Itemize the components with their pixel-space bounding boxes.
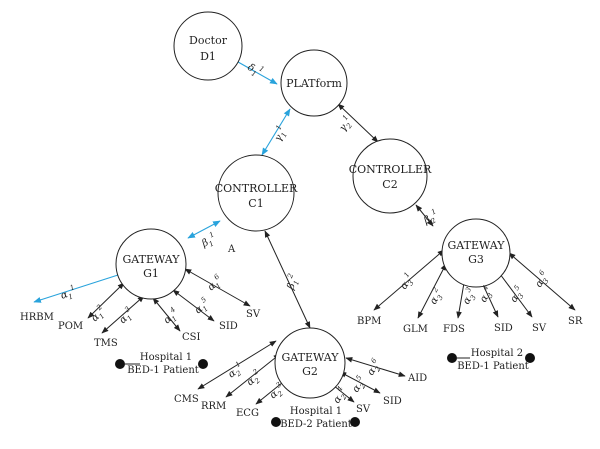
edge-c2-g3 bbox=[415, 204, 434, 227]
edge-g3-sr bbox=[508, 252, 576, 311]
node-g2-line1: GATEWAY bbox=[281, 351, 339, 364]
edge-label-gamma1: γ11 bbox=[270, 124, 291, 144]
edge-label-beta12: β12 bbox=[282, 272, 303, 293]
edge-label-gamma2: γ21 bbox=[335, 113, 357, 134]
edge-g2-rrm bbox=[225, 353, 281, 398]
patient-dot-right bbox=[525, 353, 535, 363]
hospital-1-bed-2-caption: Hospital 1 BED-2 Patient bbox=[271, 406, 360, 430]
leaf-g2-ecg: ECG bbox=[236, 408, 259, 419]
leaf-g1-sid: SID bbox=[219, 321, 238, 332]
g2-edge-label-3: α23 bbox=[266, 380, 289, 403]
edge-label-delta1: δ11 bbox=[245, 59, 266, 80]
node-gateway-g1: GATEWAY G1 bbox=[115, 228, 187, 300]
g3-edge-label-1: α31 bbox=[396, 271, 418, 293]
edge-label-beta1: β11 bbox=[198, 230, 219, 252]
edge-c1-g1 bbox=[187, 220, 221, 239]
node-g1-line1: GATEWAY bbox=[122, 253, 180, 266]
g1-edge-label-1: α11 bbox=[58, 283, 78, 303]
node-c2-line1: CONTROLLER bbox=[349, 163, 432, 176]
leaf-g1-csi: CSI bbox=[182, 332, 201, 343]
node-g3-line1: GATEWAY bbox=[447, 239, 505, 252]
hospital-2-bed-1-line2: BED-1 Patient bbox=[457, 361, 529, 372]
edge-c1-g2 bbox=[264, 230, 311, 329]
node-doctor: Doctor D1 bbox=[173, 11, 243, 81]
edge-label-beta2: β21 bbox=[420, 207, 441, 229]
edge-g2-aid bbox=[345, 357, 406, 377]
edge-g3-bpm bbox=[373, 249, 445, 311]
hospital-1-bed-2-line1: Hospital 1 bbox=[290, 406, 342, 417]
leaf-g3-sid: SID bbox=[494, 323, 513, 334]
hospital-1-bed-1-line1: Hospital 1 bbox=[140, 352, 192, 363]
node-platform-label: PLATform bbox=[286, 77, 342, 90]
g2-edge-label-4: α24 bbox=[329, 385, 351, 407]
node-gateway-g3: GATEWAY G3 bbox=[441, 218, 511, 288]
node-g2-line2: G2 bbox=[302, 365, 318, 378]
hospital-1-bed-1-line2: BED-1 Patient bbox=[127, 365, 199, 376]
edge-platform-c2 bbox=[337, 103, 379, 143]
leaf-g2-sv: SV bbox=[356, 404, 371, 415]
g3-edge-label-5: α35 bbox=[506, 283, 528, 305]
g2-edge-label-5: α25 bbox=[348, 373, 370, 395]
g3-edge-label-4: α34 bbox=[475, 284, 497, 306]
leaf-g1-tms: TMS bbox=[94, 338, 118, 349]
leaf-g3-fds: FDS bbox=[443, 324, 465, 335]
leaf-g2-sid: SID bbox=[383, 396, 402, 407]
patient-dot-left bbox=[115, 359, 125, 369]
edge-g1-tms bbox=[101, 295, 145, 334]
edge-platform-c1 bbox=[261, 108, 291, 156]
hospital-2-bed-1-line1: Hospital 2 bbox=[471, 348, 523, 359]
node-controller-c1: CONTROLLER C1 bbox=[215, 154, 298, 232]
leaf-g1-sv: SV bbox=[246, 309, 261, 320]
leaf-g3-sr: SR bbox=[568, 316, 583, 327]
node-platform: PLATform bbox=[280, 49, 348, 117]
edge-g1-sv bbox=[184, 268, 251, 307]
g2-edge-label-1: α21 bbox=[225, 360, 247, 382]
hospital-2-bed-1-caption: Hospital 2 BED-1 Patient bbox=[447, 348, 535, 372]
leaf-g2-aid: AID bbox=[407, 373, 427, 384]
node-doctor-line1: Doctor bbox=[189, 34, 228, 47]
node-doctor-line2: D1 bbox=[200, 50, 216, 63]
hospital-1-bed-1-caption: Hospital 1 BED-1 Patient bbox=[115, 352, 208, 376]
node-g3-line2: G3 bbox=[468, 253, 484, 266]
patient-dot-left bbox=[447, 353, 457, 363]
leaf-g2-rrm: RRM bbox=[201, 401, 226, 412]
patient-dot-right bbox=[350, 417, 360, 427]
node-controller-c2: CONTROLLER C2 bbox=[349, 138, 432, 214]
node-c1-line1: CONTROLLER bbox=[215, 182, 298, 195]
leaf-g1-hrbm: HRBM bbox=[20, 312, 54, 323]
edge-doctor-platform bbox=[230, 57, 278, 85]
leaf-g3-bpm: BPM bbox=[357, 316, 381, 327]
g1-edge-label-2: α12 bbox=[87, 303, 110, 326]
g1-edge-label-4: α14 bbox=[160, 305, 182, 327]
edge-g3-sv bbox=[496, 269, 533, 318]
g3-edge-label-3: α33 bbox=[458, 285, 480, 307]
leaf-g3-glm: GLM bbox=[403, 324, 428, 335]
g3-edge-label-6: α36 bbox=[531, 268, 553, 290]
edge-g3-glm bbox=[417, 263, 447, 319]
g1-edge-label-6: α16 bbox=[204, 272, 227, 295]
edge-g1-csi bbox=[152, 297, 181, 332]
patient-dot-right bbox=[198, 359, 208, 369]
hospital-1-bed-2-line2: BED-2 Patient bbox=[280, 419, 352, 430]
c1-side-label: A bbox=[227, 244, 236, 255]
g2-edge-label-2: α22 bbox=[243, 367, 266, 390]
leaf-g2-cms: CMS bbox=[174, 394, 199, 405]
node-c2-line2: C2 bbox=[382, 178, 397, 191]
patient-dot-left bbox=[271, 417, 281, 427]
edge-g1-sid bbox=[172, 289, 215, 322]
leaf-g3-sv: SV bbox=[532, 323, 547, 334]
g1-edge-label-3: α13 bbox=[115, 305, 138, 328]
g1-edge-label-5: α15 bbox=[191, 295, 214, 318]
node-g1-line2: G1 bbox=[143, 267, 159, 280]
g3-edge-label-2: α32 bbox=[425, 285, 447, 307]
g2-edge-label-6: α26 bbox=[363, 356, 385, 378]
edge-g1-hrbm bbox=[33, 274, 119, 303]
node-c1-line2: C1 bbox=[248, 197, 263, 210]
node-gateway-g2: GATEWAY G2 bbox=[274, 327, 346, 399]
leaf-g1-pom: POM bbox=[58, 321, 83, 332]
